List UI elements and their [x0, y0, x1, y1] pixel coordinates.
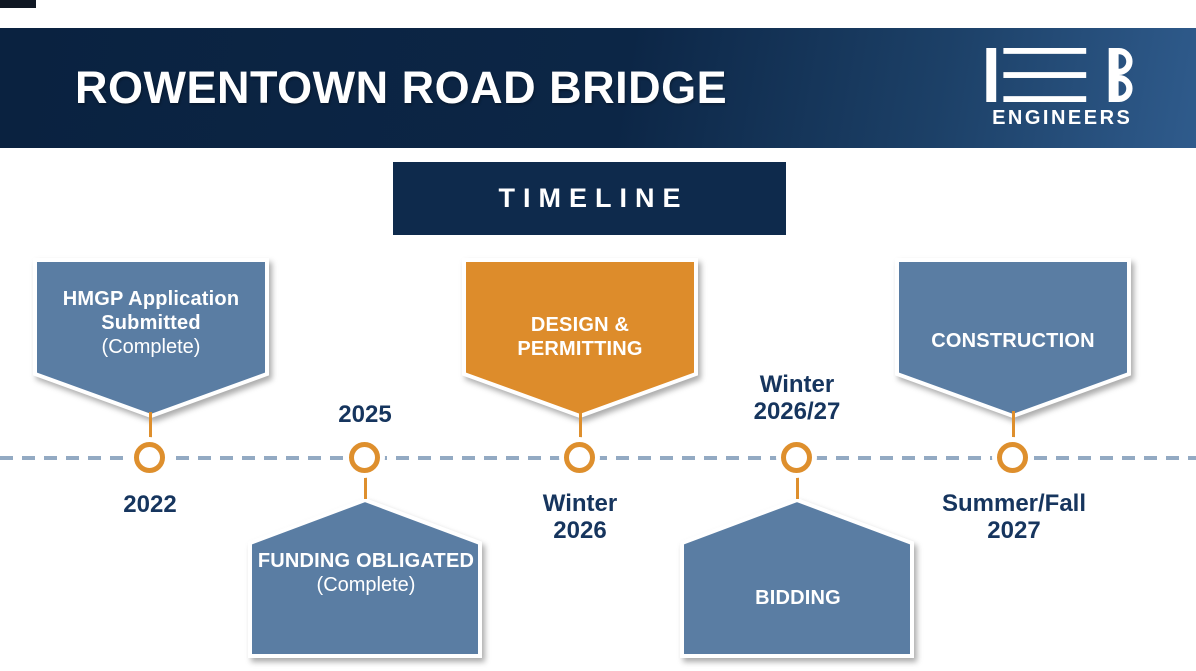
heb-logo: ENGINEERS: [986, 28, 1136, 148]
milestone-title-line: HMGP Application: [62, 287, 240, 310]
milestone-title-line: PERMITTING: [517, 337, 643, 360]
header-banner: ROWENTOWN ROAD BRIDGE ENGINEERS: [0, 28, 1196, 148]
milestone-title-line: Submitted: [101, 311, 201, 334]
milestone-construction: CONSTRUCTION: [894, 257, 1132, 419]
milestone-date: Winter 2026/27: [722, 371, 872, 425]
milestone-node: [349, 442, 380, 473]
milestone-title-line: DESIGN &: [530, 313, 630, 336]
date-line: Winter: [759, 371, 835, 398]
milestone-title-line: CONSTRUCTION: [931, 329, 1095, 352]
milestone-stem: [1012, 411, 1015, 444]
milestone-text: HMGP Application Submitted (Complete): [40, 271, 262, 374]
corner-mark: [0, 0, 36, 8]
milestone-design-permitting: DESIGN & PERMITTING: [461, 257, 699, 419]
milestone-title-line: BIDDING: [755, 587, 841, 609]
heb-logo-subtext: ENGINEERS: [992, 107, 1133, 129]
date-line: 2022: [123, 491, 177, 518]
milestone-title-line: FUNDING OBLIGATED: [257, 550, 475, 572]
milestone-node: [997, 442, 1028, 473]
milestone-text: FUNDING OBLIGATED (Complete): [255, 549, 477, 597]
milestone-funding-obligated: FUNDING OBLIGATED (Complete): [247, 497, 485, 659]
milestone-date: Summer/Fall 2027: [924, 490, 1104, 544]
milestone-stem: [149, 412, 152, 444]
milestone-stem: [579, 412, 582, 444]
milestone-date: Winter 2026: [505, 490, 655, 544]
milestone-shape-up-icon: [248, 497, 482, 658]
date-line: Winter: [542, 490, 618, 517]
heb-logo-icon: [986, 48, 1133, 102]
milestone-stem: [796, 472, 799, 499]
milestone-node: [781, 442, 812, 473]
milestone-shape-down-icon: [33, 258, 269, 419]
date-line: 2027: [987, 517, 1041, 544]
timeline-axis: [0, 456, 1196, 460]
timeline-heading-box: TIMELINE: [393, 162, 786, 235]
milestone-stem: [364, 472, 367, 499]
milestone-text: CONSTRUCTION: [902, 271, 1124, 392]
milestone-shape-down-icon: [462, 258, 698, 419]
milestone-date: 2022: [75, 491, 225, 518]
date-line: 2026/27: [753, 398, 841, 425]
milestone-node: [134, 442, 165, 473]
milestone-date: 2025: [290, 401, 440, 428]
date-line: 2025: [338, 401, 392, 428]
milestone-hmgp-application: HMGP Application Submitted (Complete): [32, 257, 270, 419]
milestone-status: (Complete): [101, 335, 201, 358]
milestone-node: [564, 442, 595, 473]
milestone-text: DESIGN & PERMITTING: [469, 271, 691, 388]
milestone-text: BIDDING: [687, 543, 909, 653]
milestone-bidding: BIDDING: [679, 497, 917, 659]
timeline-heading: TIMELINE: [498, 183, 689, 213]
milestone-shape-up-icon: [680, 497, 914, 658]
page-title: ROWENTOWN ROAD BRIDGE: [75, 62, 728, 113]
milestone-shape-down-icon: [895, 258, 1131, 419]
milestone-status: (Complete): [316, 574, 416, 596]
date-line: Summer/Fall: [941, 490, 1087, 517]
date-line: 2026: [553, 517, 607, 544]
